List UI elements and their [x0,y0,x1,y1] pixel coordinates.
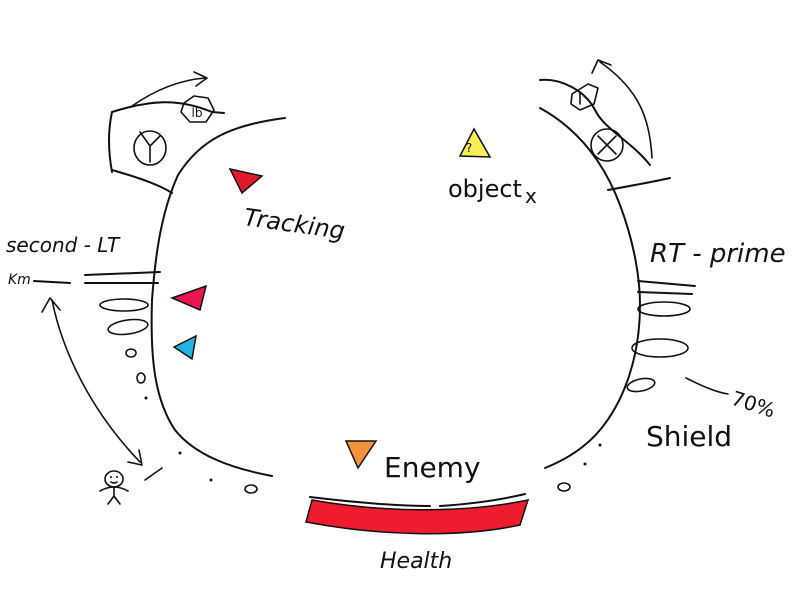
shield-pointer [685,377,729,395]
hud-ring-top-right [539,107,641,469]
ammo-slot-1 [99,298,149,312]
right-button-panel-base [607,177,671,191]
hud-ring-bottom-left [309,496,431,507]
player-tick [144,467,163,481]
shield-percent: 70% [728,386,778,423]
dot-2 [209,478,213,482]
tracking-label: Tracking [242,203,346,245]
stick-figure-icon [99,470,129,505]
second-lt-tick [33,280,71,284]
rt-slot-2 [631,338,689,358]
y-button-icon [133,130,167,166]
left-button-panel [108,101,225,173]
dot-1 [178,451,182,455]
rt-slot-1 [637,301,691,317]
ammo-slot-3 [125,348,137,358]
rb-button-icon [570,83,599,111]
left-cycle-arrow [131,77,206,107]
tracking-marker [228,167,264,195]
object-marker [458,127,492,158]
rt-slot-bottom [637,291,693,295]
ally-marker [172,334,197,361]
bottom-right-slot [557,482,571,492]
health-bar [305,499,530,535]
enemy-label: Enemy [384,451,481,484]
lb-button-icon: lb [180,95,215,123]
health-label: Health [380,549,452,574]
hud-ring-bottom-right [439,493,526,507]
object-label-mark: x [525,184,537,208]
x-button-icon [590,128,624,162]
lt-marker [169,284,208,312]
object-label: object [448,175,522,203]
second-lt-sub-label: Km [8,272,31,288]
ammo-slot-4 [136,372,146,384]
ammo-dot [144,396,148,400]
rt-prime-label: RT - prime [650,239,786,269]
right-button-panel [539,78,651,166]
rt-slot-top [637,280,696,287]
enemy-marker [344,440,378,470]
left-cycle-arrowhead [193,71,208,87]
rt-slot-3 [626,377,656,393]
player-arrow [51,299,141,463]
hud-ring-left [150,117,286,477]
player-arrowhead-bottom [127,449,143,466]
ammo-slot-2 [107,318,149,336]
player-arrowhead-top [41,297,61,313]
second-lt-label: second - LT [6,233,121,257]
rt-dot-1 [598,443,602,447]
rt-dot-2 [583,462,587,466]
right-cycle-arrowhead [591,59,612,74]
right-cycle-arrow [599,61,653,159]
object-marker-glyph: ? [466,141,472,155]
shield-label: Shield [646,420,732,453]
bottom-left-slot [244,484,258,494]
lb-button-label: lb [192,106,203,120]
left-button-panel-base [111,169,173,194]
lt-slot-top [84,271,161,276]
